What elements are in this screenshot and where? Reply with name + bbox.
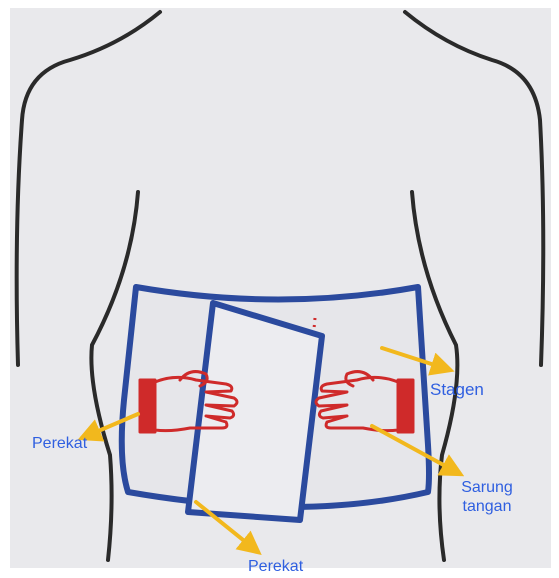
label-perekat-bottom: Perekat (248, 557, 303, 576)
label-stagen: Stagen (430, 380, 484, 399)
label-sarung-line2: tangan (452, 497, 522, 516)
label-sarung-tangan: Sarung tangan (452, 478, 522, 516)
binder-front-flap (188, 303, 322, 520)
label-sarung-line1: Sarung (452, 478, 522, 497)
label-perekat-left: Perekat (32, 434, 87, 453)
